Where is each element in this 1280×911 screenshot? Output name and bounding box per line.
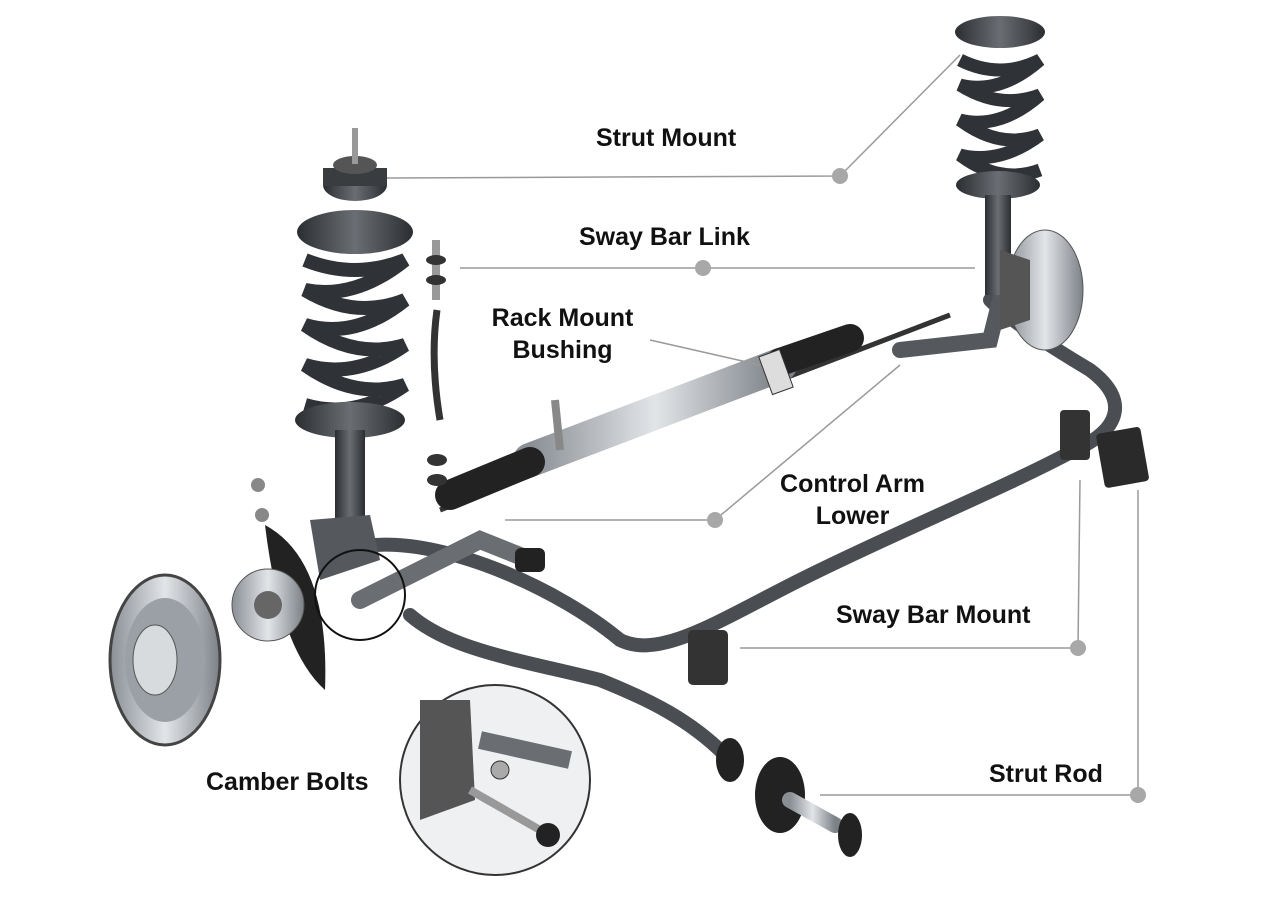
sway-bar-mount-right	[1060, 410, 1090, 460]
label-control-arm-line1: Control Arm	[780, 470, 925, 498]
leader-lines	[386, 54, 1139, 796]
label-rack-mount-bushing-line1: Rack Mount	[491, 304, 634, 332]
strut-rod-bushing-right	[1096, 427, 1149, 488]
lower-control-arm-left	[351, 530, 539, 609]
rack-mount-bushing-part	[758, 348, 794, 396]
lower-control-arm-right	[892, 292, 1008, 358]
sway-bar	[368, 293, 1123, 653]
strut-rod-dot	[1130, 787, 1146, 803]
sway-bar-link-dot	[695, 260, 711, 276]
right-strut-assembly	[955, 16, 1084, 351]
sway-bar-link-part	[426, 240, 447, 486]
label-strut-rod: Strut Rod	[989, 760, 1103, 788]
steering-rack	[435, 312, 951, 513]
camber-highlight-circle	[314, 549, 406, 641]
strut-rod-end	[716, 738, 862, 857]
left-strut-assembly	[231, 128, 413, 690]
label-rack-mount-bushing-line2: Bushing	[512, 336, 613, 364]
arm-bushing	[515, 548, 545, 572]
label-control-arm-line2: Lower	[815, 502, 890, 530]
strut-rod-part	[403, 608, 732, 762]
sway-bar-mount-dot	[1070, 640, 1086, 656]
label-rack-mount-bushing: Rack Mount Bushing	[470, 302, 655, 366]
control-arm-dot	[707, 512, 723, 528]
label-strut-mount: Strut Mount	[596, 124, 737, 152]
camber-bolts-inset	[399, 684, 591, 876]
label-sway-bar-mount: Sway Bar Mount	[836, 601, 1031, 629]
sway-bar-mount-left	[688, 630, 728, 685]
label-camber-bolts: Camber Bolts	[206, 768, 369, 796]
left-brake-disc	[108, 573, 222, 747]
strut-mount-dot	[832, 168, 848, 184]
label-control-arm-lower: Control Arm Lower	[760, 468, 945, 532]
label-sway-bar-link: Sway Bar Link	[579, 223, 750, 251]
